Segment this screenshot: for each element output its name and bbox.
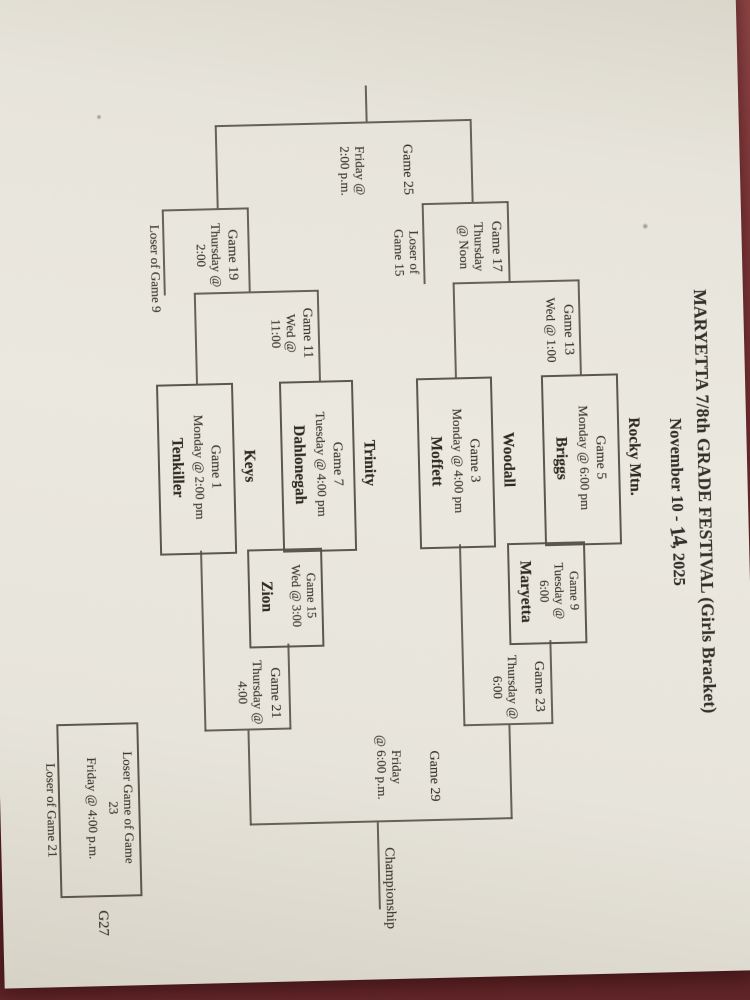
championship-label: Championship	[381, 847, 399, 930]
date-day-handwritten: 14	[665, 524, 693, 546]
game23-time1: Thursday @	[504, 654, 522, 720]
game19-time1: Thursday @	[208, 222, 225, 288]
team-rocky-mtn: Rocky Mtn.	[624, 417, 644, 496]
game23-time2: 6:00	[490, 675, 506, 700]
loser-of-game15-line2: Game 15	[391, 228, 408, 277]
team-maryetta: Maryetta	[516, 560, 535, 623]
bracket-line-game13-winner	[506, 202, 511, 282]
game25-label: Game 25	[399, 143, 416, 196]
game11-time2: 11:00	[268, 318, 285, 349]
bracket-line-game15-winner	[287, 643, 292, 730]
page-date: November 10 - 14, 2025	[662, 312, 694, 692]
game9-label: Game 9	[566, 570, 582, 611]
game27-code: G27	[94, 910, 112, 937]
game21-time1: Thursday @	[249, 659, 267, 725]
bracket-line-game9-winner	[549, 640, 554, 724]
game9-time1: Tuesday @	[551, 562, 567, 620]
game21-label: Game 21	[266, 667, 284, 719]
bracket-line-game19-winner	[214, 126, 219, 209]
bracket-line-game7-loser	[316, 290, 321, 381]
game29-label: Game 29	[426, 750, 443, 802]
game29-time2: @ 6:00 p.m.	[373, 734, 391, 800]
game29-time1: Friday	[388, 749, 405, 785]
game15-time: Wed @ 3:00	[288, 564, 304, 628]
bracket-line-game11-winner	[246, 208, 251, 292]
date-suffix: , 2025	[669, 544, 690, 587]
game25-time2: 2:00 p.m.	[337, 146, 354, 196]
game11-label: Game 11	[299, 307, 316, 359]
date-prefix: November 10 -	[665, 417, 688, 526]
bracket-connector-game29	[249, 817, 513, 826]
game23-label: Game 23	[530, 660, 548, 713]
game15-label: Game 15	[303, 572, 319, 619]
bracket-line-game17-winner	[469, 120, 474, 202]
game17-time1: Thursday	[471, 222, 488, 272]
game21-time2: 4:00	[235, 680, 251, 705]
bracket-line-game3-loser	[452, 283, 457, 378]
bracket-line-game1-winner	[200, 550, 207, 732]
loser-of-game9-label: Loser of Game 9	[147, 224, 165, 313]
game9-time2: 6:00	[536, 579, 552, 603]
bracket-line-game5-loser	[577, 280, 582, 375]
team-keys: Keys	[240, 449, 259, 483]
game11-time1: Wed @	[283, 313, 300, 353]
bracket-connector-game17	[421, 201, 509, 206]
team-trinity: Trinity	[360, 439, 379, 487]
paper-speck	[96, 113, 102, 121]
game19-label: Game 19	[224, 229, 241, 281]
game17-time2: @ Noon	[456, 224, 473, 270]
bracket-connector-game25	[214, 118, 472, 128]
bracket-line-game23-winner	[508, 725, 513, 820]
bracket-line-game3-winner	[458, 544, 466, 727]
bracket-line-game25-winner	[364, 85, 368, 122]
game13-label: Game 13	[560, 303, 577, 356]
game25-time1: Friday @	[352, 145, 369, 196]
bracket-line-game1-loser	[193, 293, 198, 384]
loser-of-game15-line1: Loser of	[406, 230, 423, 275]
game17-label: Game 17	[488, 220, 505, 272]
game13-time: Wed @ 1:00	[542, 297, 560, 363]
bracket-line-game21-winner	[247, 730, 252, 826]
team-woodall: Woodall	[499, 431, 518, 488]
paper-speck	[642, 222, 649, 230]
team-zion: Zion	[257, 580, 276, 613]
game19-time2: 2:00	[193, 243, 210, 268]
